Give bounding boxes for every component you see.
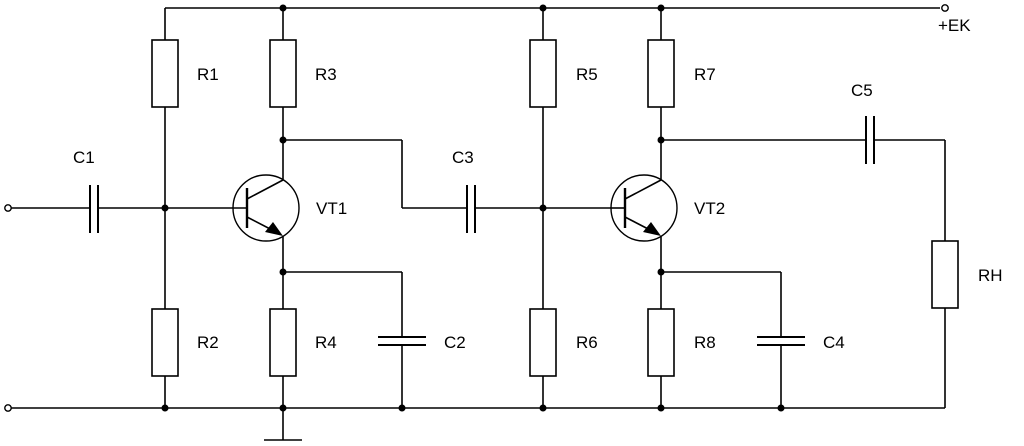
transistor-vt2 xyxy=(610,174,678,242)
capacitor-c3 xyxy=(466,185,476,233)
label-c2: C2 xyxy=(444,333,466,352)
output-gnd-terminal xyxy=(4,404,12,412)
resistor-r5 xyxy=(529,39,557,108)
label-c4: C4 xyxy=(823,333,845,352)
resistor-r4 xyxy=(269,308,297,377)
resistor-r7 xyxy=(647,39,675,108)
supply-rail xyxy=(165,4,949,12)
resistor-r1 xyxy=(151,39,179,108)
resistor-r6 xyxy=(529,308,557,377)
input-line xyxy=(4,204,230,212)
resistor-r3 xyxy=(269,39,297,108)
transistor-vt1 xyxy=(230,174,300,242)
supply-label: +EK xyxy=(938,16,971,35)
label-r3: R3 xyxy=(315,65,337,84)
capacitor-c2 xyxy=(378,336,426,346)
label-c5: C5 xyxy=(851,81,873,100)
resistor-r2 xyxy=(151,308,179,377)
label-vt1: VT1 xyxy=(316,199,347,218)
label-vt2: VT2 xyxy=(694,199,725,218)
resistor-rh xyxy=(931,240,959,309)
emitter-arrow-icon xyxy=(643,222,661,236)
input-terminal xyxy=(4,204,12,212)
emitter-arrow-icon xyxy=(265,222,283,236)
label-r7: R7 xyxy=(694,65,716,84)
label-r1: R1 xyxy=(197,65,219,84)
resistor-r8 xyxy=(647,308,675,377)
junction-nodes xyxy=(161,4,785,412)
ground-rail xyxy=(4,404,945,441)
label-c1: C1 xyxy=(73,148,95,167)
label-c3: C3 xyxy=(452,148,474,167)
label-r6: R6 xyxy=(576,333,598,352)
label-r2: R2 xyxy=(197,333,219,352)
label-r4: R4 xyxy=(315,333,337,352)
label-r5: R5 xyxy=(576,65,598,84)
capacitor-c4 xyxy=(757,336,805,346)
label-r8: R8 xyxy=(694,333,716,352)
label-rh: RH xyxy=(978,266,1003,285)
capacitor-c5 xyxy=(865,116,875,164)
capacitor-c1 xyxy=(89,185,99,233)
supply-terminal xyxy=(941,4,949,12)
